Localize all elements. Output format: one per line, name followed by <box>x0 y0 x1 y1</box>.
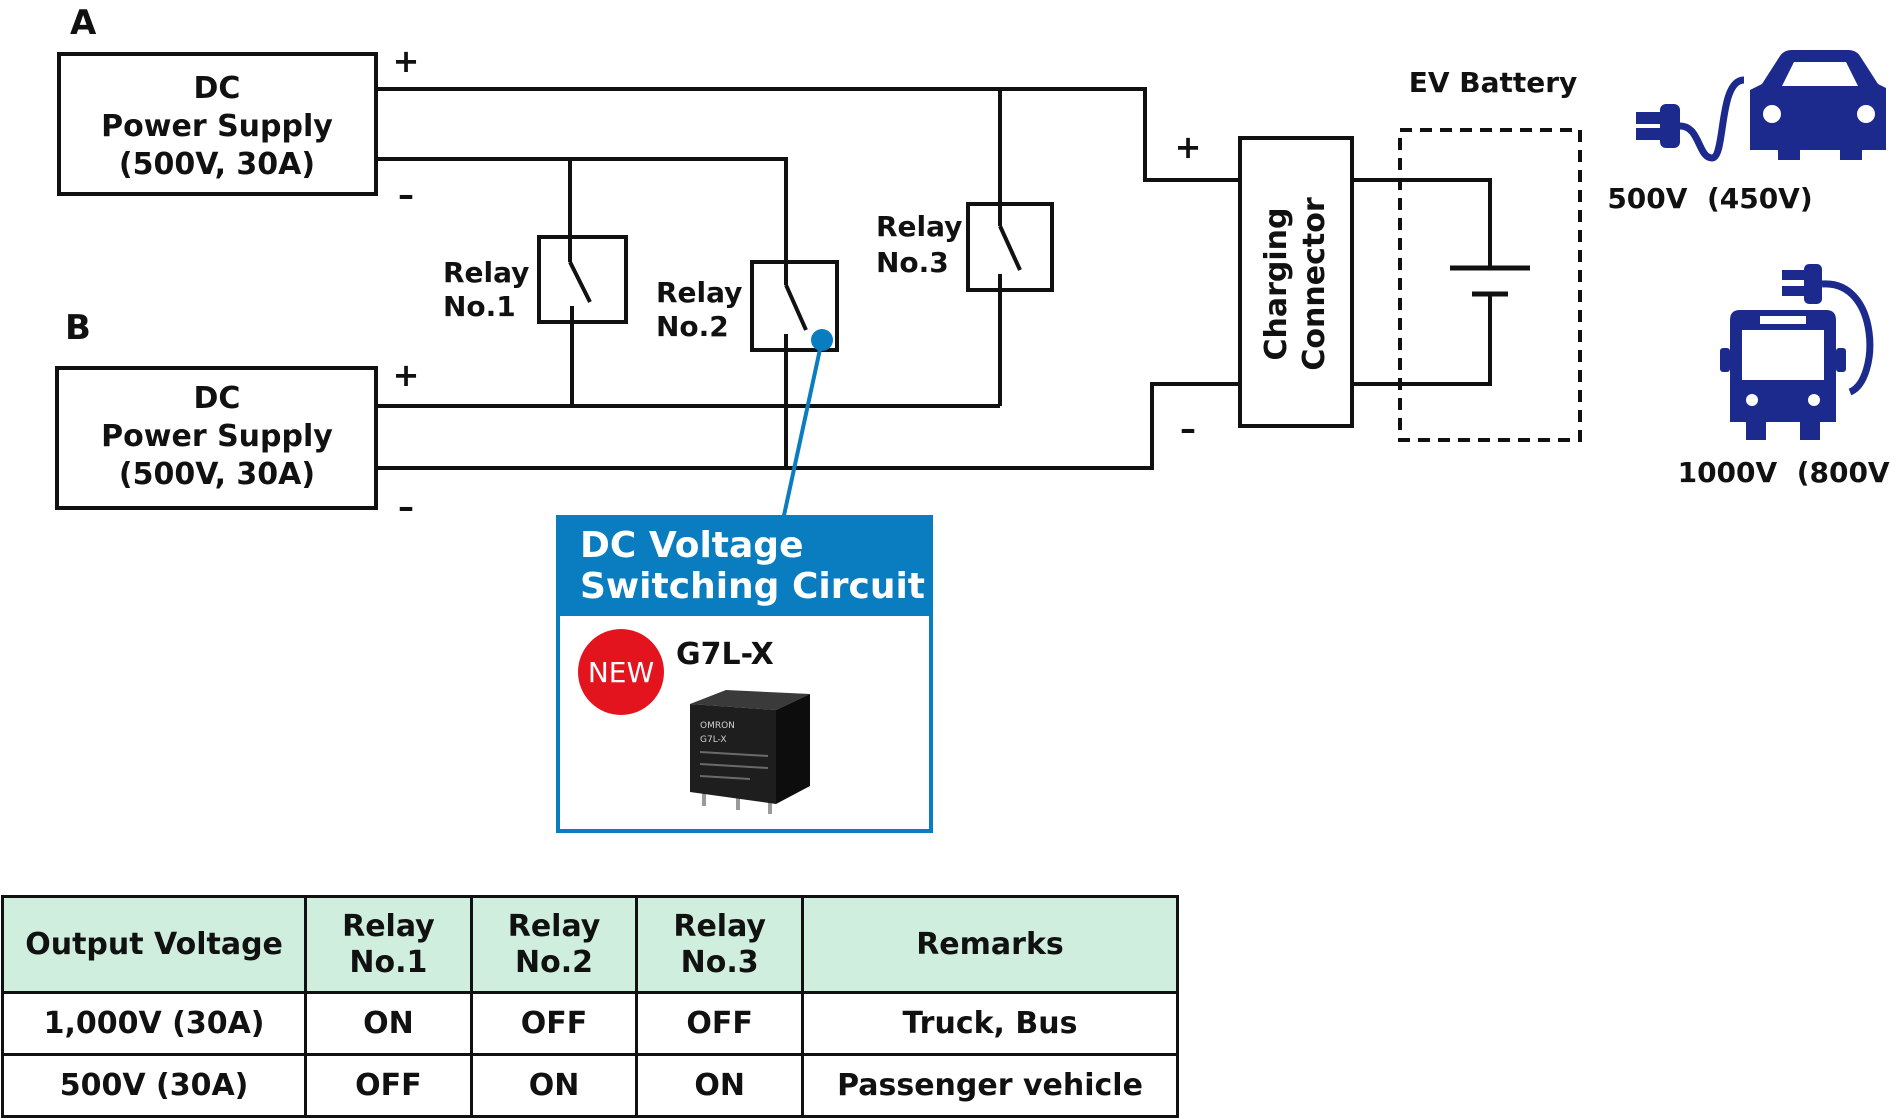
relay-body-label-2: G7L-X <box>700 735 727 745</box>
supply-a-minus: – <box>398 176 414 214</box>
relay-1-line1: Relay <box>443 256 529 289</box>
ev-battery: EV Battery <box>1398 66 1582 442</box>
relay-3-line1: Relay <box>876 210 962 243</box>
bus-voltage: 1000V (800V) <box>1678 456 1890 489</box>
supply-a-line1: DC <box>194 71 241 106</box>
relay-2-line2: No.2 <box>656 310 729 343</box>
ev-bus-icon <box>1720 264 1874 440</box>
new-badge-text: NEW <box>588 656 654 689</box>
product-name: G7L-X <box>676 637 774 672</box>
relay-product-icon: OMRON G7L-X <box>690 690 810 814</box>
callout-pointer <box>781 329 833 521</box>
table-cell: OFF <box>304 1053 473 1118</box>
supply-b-line1: DC <box>194 381 241 416</box>
car-voltage: 500V (450V) <box>1607 182 1812 215</box>
relay-3: Relay No.3 <box>876 202 1054 292</box>
relay-1: Relay No.1 <box>443 235 628 324</box>
callout-box: DC Voltage Switching Circuit NEW G7L-X O… <box>556 515 933 833</box>
table-cell: ON <box>469 1053 639 1118</box>
supply-b-line2: Power Supply <box>101 419 333 454</box>
supply-a-line2: Power Supply <box>101 109 333 144</box>
connector-plus: + <box>1175 128 1202 166</box>
header-output-voltage: Output Voltage <box>0 895 308 994</box>
header-remarks: Remarks <box>800 895 1180 994</box>
table-cell: OFF <box>469 991 639 1056</box>
callout-title-line1: DC Voltage <box>580 525 804 566</box>
charging-connector: Charging Connector + – <box>1175 128 1354 448</box>
connector-line2: Connector <box>1297 197 1332 370</box>
power-supply-b: DC Power Supply (500V, 30A) + – <box>55 356 420 526</box>
supply-b-line3: (500V, 30A) <box>119 457 315 492</box>
connector-minus: – <box>1180 410 1196 448</box>
relay-body-label-1: OMRON <box>700 721 735 731</box>
ev-car-icon <box>1636 50 1886 162</box>
table-cell: Truck, Bus <box>800 991 1180 1056</box>
table-row: 500V (30A) OFF ON ON Passenger vehicle <box>0 1053 1180 1118</box>
table-cell: Passenger vehicle <box>800 1053 1180 1118</box>
section-a-label: A <box>70 3 97 43</box>
callout-title-line2: Switching Circuit <box>580 566 925 607</box>
relay-1-line2: No.1 <box>443 290 516 323</box>
power-supply-a: DC Power Supply (500V, 30A) + – <box>57 42 420 214</box>
relay-2-line1: Relay <box>656 276 742 309</box>
connector-line1: Charging <box>1259 207 1294 360</box>
table-cell: ON <box>635 1053 804 1118</box>
supply-a-plus: + <box>393 42 420 80</box>
new-badge-circle <box>578 629 664 715</box>
relay-2: Relay No.2 <box>656 260 839 352</box>
battery-label: EV Battery <box>1409 66 1578 99</box>
section-b-label: B <box>65 308 91 348</box>
table-cell: 1,000V (30A) <box>0 991 308 1056</box>
wiring <box>376 87 1530 470</box>
table-cell: ON <box>304 991 473 1056</box>
supply-b-plus: + <box>393 356 420 394</box>
supply-a-line3: (500V, 30A) <box>119 147 315 182</box>
relay-3-line2: No.3 <box>876 246 949 279</box>
table-cell: 500V (30A) <box>0 1053 308 1118</box>
supply-b-minus: – <box>398 488 414 526</box>
table-cell: OFF <box>635 991 804 1056</box>
table-row: 1,000V (30A) ON OFF OFF Truck, Bus <box>0 991 1180 1056</box>
